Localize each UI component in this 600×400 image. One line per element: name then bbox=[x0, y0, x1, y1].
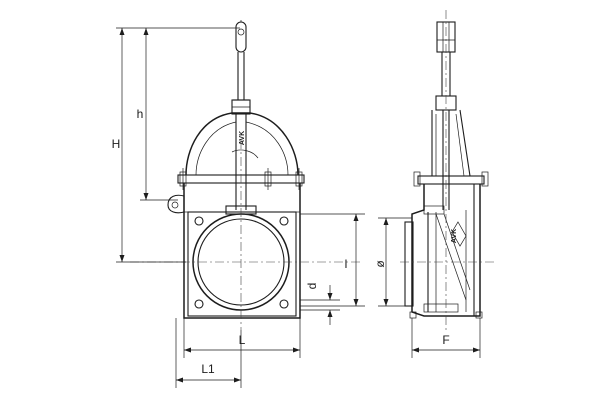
stem bbox=[231, 52, 251, 210]
front-dimensions: H h L L1 l d bbox=[112, 27, 365, 388]
side-brand-logo: AVK bbox=[451, 229, 458, 243]
side-view: AVK bbox=[400, 10, 496, 330]
L-label: L bbox=[239, 333, 246, 347]
valve-body bbox=[183, 183, 301, 319]
bonnet: AVK bbox=[185, 112, 299, 176]
side-foot-left bbox=[409, 311, 417, 319]
side-bonnet bbox=[413, 109, 489, 187]
side-foot-right bbox=[475, 311, 483, 319]
side-lug bbox=[167, 194, 185, 214]
bolt-holes bbox=[194, 216, 289, 309]
front-view: AVK bbox=[130, 20, 360, 330]
d-indicator bbox=[300, 285, 340, 325]
side-stem bbox=[435, 52, 457, 210]
side-dimensions: ø F bbox=[373, 217, 481, 358]
d-label: d bbox=[305, 283, 319, 290]
H-label: H bbox=[112, 137, 121, 151]
lifting-eye bbox=[235, 20, 247, 53]
F-label: F bbox=[442, 333, 449, 347]
brand-logo: AVK bbox=[239, 131, 246, 145]
phi-label: ø bbox=[373, 260, 387, 268]
h-label: h bbox=[137, 107, 144, 121]
l-label: l bbox=[345, 257, 348, 271]
L1-label: L1 bbox=[201, 362, 215, 376]
